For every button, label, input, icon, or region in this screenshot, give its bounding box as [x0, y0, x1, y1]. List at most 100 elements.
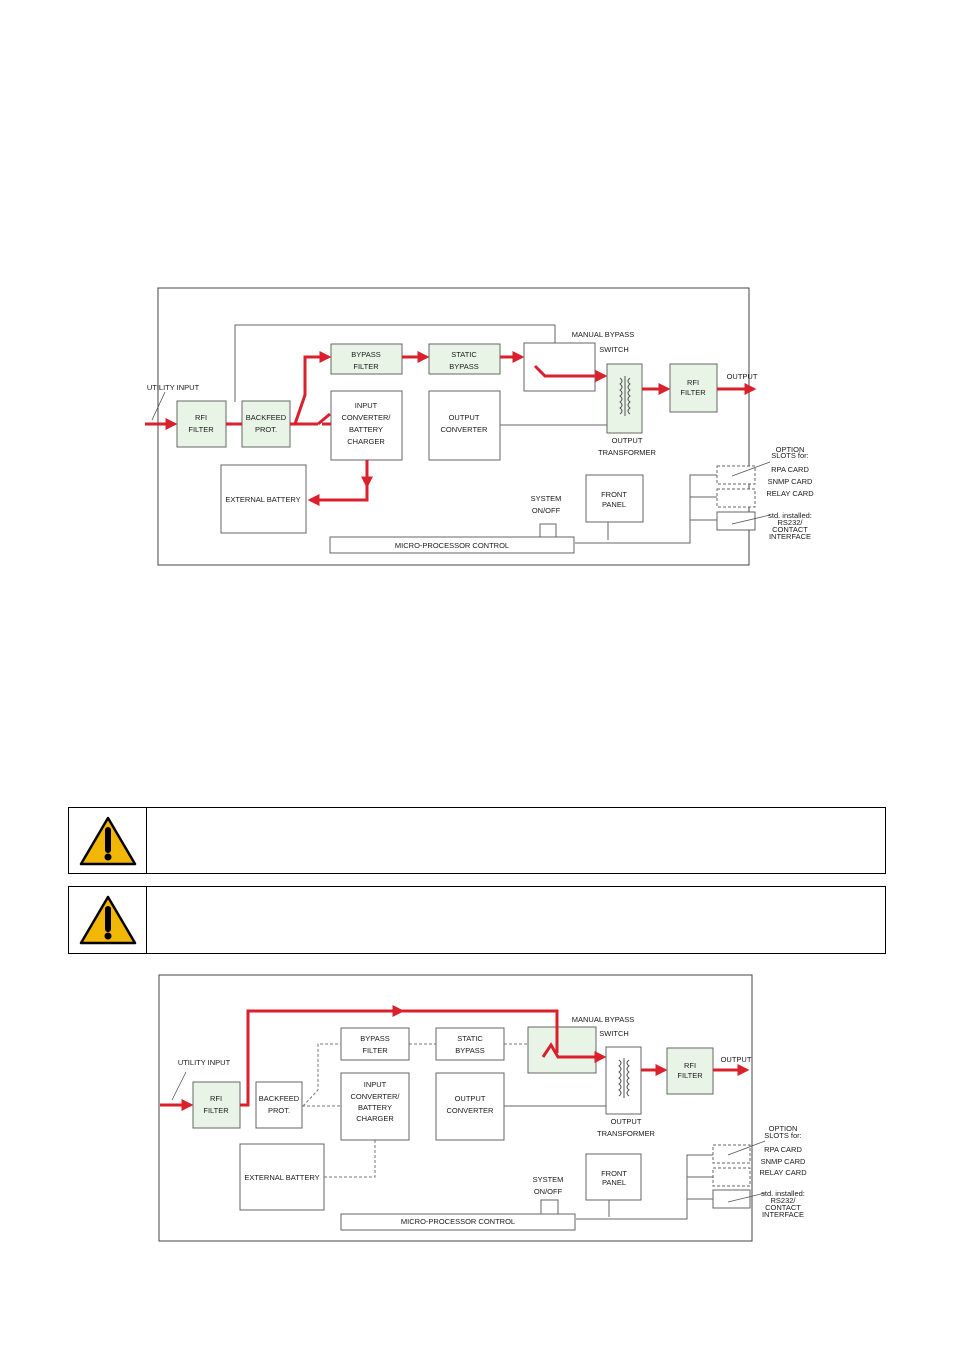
std-installed-label-4: INTERFACE [769, 532, 811, 541]
static-bypass-label-2: BYPASS [455, 1046, 484, 1055]
input-converter-label-3: BATTERY [349, 425, 383, 434]
option-slot-1 [716, 465, 756, 485]
system-onoff-label: SYSTEM [533, 1175, 564, 1184]
rfi-filter-in-box [176, 400, 227, 448]
input-converter-label-4: CHARGER [356, 1114, 394, 1123]
external-battery-box [220, 464, 307, 534]
backfeed-label-2: PROT. [268, 1106, 290, 1115]
system-onoff-label-2: ON/OFF [532, 506, 561, 515]
micro-processor-label: MICRO-PROCESSOR CONTROL [395, 541, 509, 550]
input-converter-label-3: BATTERY [358, 1103, 392, 1112]
relay-card-label: RELAY CARD [766, 489, 814, 498]
option-slots-label: OPTION [776, 445, 805, 454]
transformer-coil-icon [619, 376, 631, 416]
backfeed-label-2: PROT. [255, 425, 277, 434]
input-converter-label-2: CONVERTER/ [350, 1092, 400, 1101]
output-label: OUTPUT [727, 372, 758, 381]
input-converter-label-4: CHARGER [347, 437, 385, 446]
bypass-filter-label: BYPASS [351, 350, 380, 359]
warning-icon-cell [69, 808, 147, 873]
relay-card-label: RELAY CARD [759, 1168, 807, 1177]
snmp-card-label: SNMP CARD [768, 477, 813, 486]
utility-input-label: UTILITY INPUT [147, 383, 200, 392]
std-slot [712, 1189, 751, 1209]
rfi-filter-out-label: RFI [687, 378, 699, 387]
backfeed-box [241, 400, 291, 448]
rfi-filter-in-label-2: FILTER [188, 425, 214, 434]
external-battery-label: EXTERNAL BATTERY [244, 1173, 319, 1182]
output-label: OUTPUT [721, 1055, 752, 1064]
static-bypass-box [428, 343, 501, 375]
static-bypass-box [435, 1027, 505, 1061]
input-converter-label-1: INPUT [355, 401, 378, 410]
std-installed-label-3: CONTACT [772, 525, 808, 534]
transformer-coil-icon [618, 1058, 630, 1098]
output-converter-label: OUTPUT [449, 413, 480, 422]
manual-bypass-label: MANUAL BYPASS [572, 330, 635, 339]
backfeed-box [255, 1081, 303, 1129]
manual-bypass-label-2: SWITCH [599, 345, 629, 354]
manual-bypass-box [527, 1026, 597, 1074]
external-battery-box [239, 1143, 325, 1211]
warning-triangle-icon [79, 816, 137, 866]
rfi-filter-out-label: RFI [684, 1061, 696, 1070]
output-transformer-label-2: TRANSFORMER [597, 1129, 656, 1138]
option-slot-2 [712, 1167, 751, 1187]
system-onoff-label: SYSTEM [531, 494, 562, 503]
manual-bypass-label: MANUAL BYPASS [572, 1015, 635, 1024]
std-installed-label: std. installed: [761, 1189, 805, 1198]
rfi-filter-in-box [192, 1081, 241, 1129]
static-bypass-label: STATIC [457, 1034, 483, 1043]
utility-input-label: UTILITY INPUT [178, 1058, 231, 1067]
output-converter-label: OUTPUT [455, 1094, 486, 1103]
warning-icon-cell [69, 887, 147, 953]
micro-processor-label: MICRO-PROCESSOR CONTROL [401, 1217, 515, 1226]
std-installed-label: std. installed: [768, 511, 812, 520]
output-converter-label-2: CONVERTER [447, 1106, 495, 1115]
rfi-filter-in-label-2: FILTER [203, 1106, 229, 1115]
manual-bypass-label-2: SWITCH [599, 1029, 629, 1038]
output-converter-box [435, 1072, 505, 1141]
backfeed-label: BACKFEED [246, 413, 287, 422]
snmp-card-label: SNMP CARD [761, 1157, 806, 1166]
option-slots-label-2: SLOTS for: [764, 1131, 802, 1140]
bypass-filter-label: BYPASS [360, 1034, 389, 1043]
rfi-filter-in-label: RFI [210, 1094, 222, 1103]
input-converter-label-2: CONVERTER/ [341, 413, 391, 422]
output-transformer-label: OUTPUT [611, 1117, 642, 1126]
warning-box-1 [68, 807, 886, 874]
front-panel-label-2: PANEL [602, 500, 626, 509]
front-panel-box [585, 1153, 642, 1201]
static-bypass-label-2: BYPASS [449, 362, 478, 371]
std-installed-label-3: CONTACT [765, 1203, 801, 1212]
rfi-filter-out-label-2: FILTER [677, 1071, 703, 1080]
static-bypass-label: STATIC [451, 350, 477, 359]
bypass-filter-label-2: FILTER [353, 362, 379, 371]
output-transformer-label-2: TRANSFORMER [598, 448, 657, 457]
backfeed-label: BACKFEED [259, 1094, 300, 1103]
input-converter-box [340, 1072, 410, 1141]
output-converter-label-2: CONVERTER [441, 425, 489, 434]
ups-block-diagram-normal: UTILITY INPUT RFI FILTER BACKFEED PROT. … [145, 287, 814, 566]
input-converter-label-1: INPUT [364, 1080, 387, 1089]
front-panel-label-2: PANEL [602, 1178, 626, 1187]
rpa-card-label: RPA CARD [764, 1145, 802, 1154]
external-battery-label: EXTERNAL BATTERY [225, 495, 300, 504]
bypass-filter-box [340, 1027, 410, 1061]
option-slots-label: OPTION [769, 1124, 798, 1133]
ups-block-diagram-manual-bypass: UTILITY INPUT RFI FILTER BACKFEED PROT. … [158, 974, 807, 1242]
output-transformer-label: OUTPUT [612, 436, 643, 445]
rfi-filter-in-label: RFI [195, 413, 207, 422]
micro-processor-box [329, 536, 575, 554]
rpa-card-label: RPA CARD [771, 465, 809, 474]
std-installed-label-4: INTERFACE [762, 1210, 804, 1219]
front-panel-label: FRONT [601, 490, 627, 499]
micro-processor-box [340, 1213, 576, 1231]
warning-triangle-icon [79, 895, 137, 945]
front-panel-box [585, 474, 644, 523]
option-slots-label-2: SLOTS for: [771, 451, 809, 460]
bypass-filter-box [330, 343, 403, 375]
warning-box-2 [68, 886, 886, 954]
system-onoff-label-2: ON/OFF [534, 1187, 563, 1196]
rfi-filter-out-box [666, 1047, 714, 1095]
